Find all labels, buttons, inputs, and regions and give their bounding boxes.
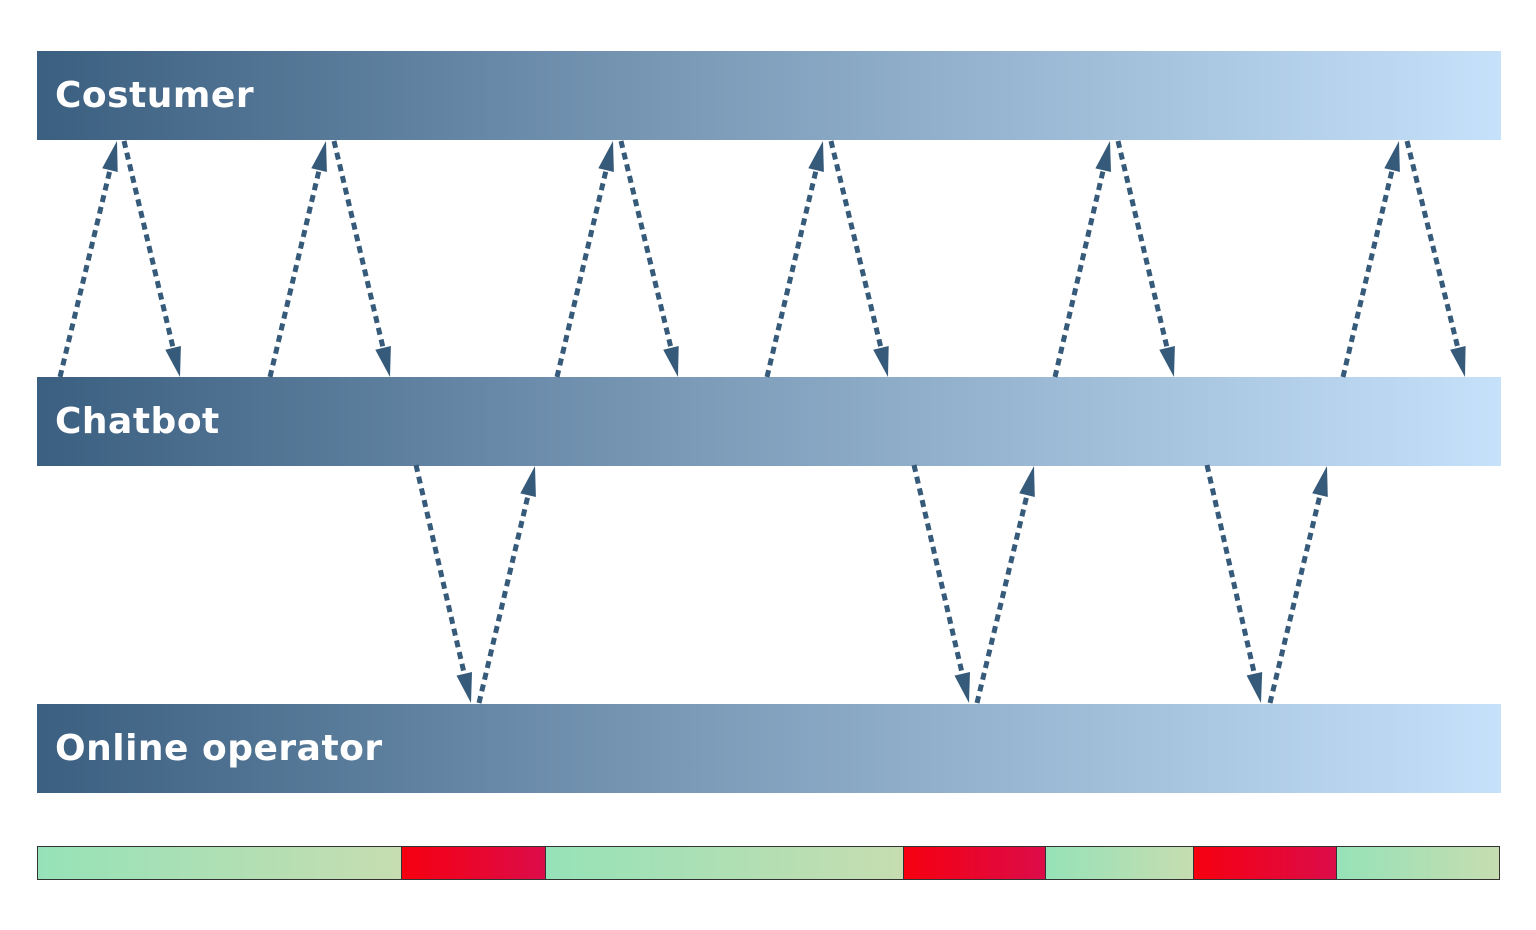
arrow-chatbot-to-customer: [267, 141, 327, 378]
arrow-chatbot-to-customer: [57, 141, 118, 378]
arrow-customer-to-chatbot: [1115, 140, 1175, 377]
arrow-chatbot-to-customer: [1052, 141, 1111, 378]
lane-operator: Online operator: [37, 704, 1501, 793]
timeline-segment-green: [1336, 847, 1499, 879]
arrow-chatbot-to-operator: [413, 464, 472, 703]
arrow-line: [1340, 167, 1395, 378]
arrow-head: [375, 346, 391, 377]
arrow-head: [1246, 672, 1263, 703]
arrow-line: [828, 140, 884, 351]
arrow-line: [121, 140, 176, 351]
timeline-segment-red: [1193, 847, 1337, 879]
arrow-head: [873, 346, 889, 377]
timeline-segment-green: [38, 847, 402, 879]
timeline-segment-red: [401, 847, 547, 879]
arrow-line: [476, 492, 531, 704]
arrow-customer-to-chatbot: [618, 140, 679, 377]
arrow-chatbot-to-operator: [1204, 464, 1263, 703]
arrow-line: [1204, 464, 1258, 677]
lane-customer: Costumer: [37, 51, 1501, 140]
arrow-head: [165, 346, 181, 377]
arrow-head: [598, 141, 614, 172]
arrow-customer-to-chatbot: [331, 140, 391, 377]
arrow-operator-to-chatbot: [476, 466, 536, 704]
timeline-segment-green: [546, 847, 905, 879]
arrow-head: [311, 141, 327, 172]
arrow-line: [413, 464, 468, 677]
lane-label-chatbot: Chatbot: [55, 401, 220, 442]
arrow-line: [554, 167, 609, 378]
lane-label-customer: Costumer: [55, 75, 255, 116]
arrow-line: [57, 167, 113, 378]
arrow-line: [331, 140, 386, 351]
arrow-head: [1159, 346, 1175, 377]
arrow-head: [102, 141, 118, 172]
arrow-line: [1115, 140, 1170, 351]
arrow-line: [1267, 492, 1323, 704]
timeline-segment-red: [904, 847, 1047, 879]
arrow-line: [764, 167, 819, 378]
arrow-line: [618, 140, 674, 351]
arrow-line: [1052, 167, 1107, 378]
arrow-head: [1095, 141, 1111, 172]
arrow-head: [954, 672, 970, 703]
arrow-head: [1019, 466, 1035, 497]
arrow-head: [520, 466, 536, 497]
lane-label-operator: Online operator: [55, 728, 383, 769]
arrow-head: [663, 346, 679, 377]
arrow-customer-to-chatbot: [1404, 140, 1466, 377]
arrow-head: [456, 672, 472, 703]
arrow-chatbot-to-customer: [764, 141, 824, 378]
arrow-line: [1404, 140, 1461, 351]
timeline-segment-green: [1046, 847, 1194, 879]
arrow-head: [808, 141, 824, 172]
arrow-chatbot-to-customer: [554, 141, 614, 378]
arrow-line: [911, 464, 966, 677]
arrow-customer-to-chatbot: [828, 140, 889, 377]
arrow-operator-to-chatbot: [1267, 466, 1328, 704]
arrow-customer-to-chatbot: [121, 140, 181, 377]
arrow-line: [267, 167, 322, 378]
arrow-chatbot-to-customer: [1340, 141, 1400, 378]
arrow-chatbot-to-operator: [911, 464, 970, 703]
arrow-head: [1384, 141, 1400, 172]
timeline-bar: [37, 846, 1500, 880]
arrow-line: [974, 492, 1030, 704]
lane-chatbot: Chatbot: [37, 377, 1501, 466]
arrow-head: [1312, 466, 1328, 497]
arrow-head: [1450, 346, 1466, 377]
arrow-operator-to-chatbot: [974, 466, 1035, 704]
